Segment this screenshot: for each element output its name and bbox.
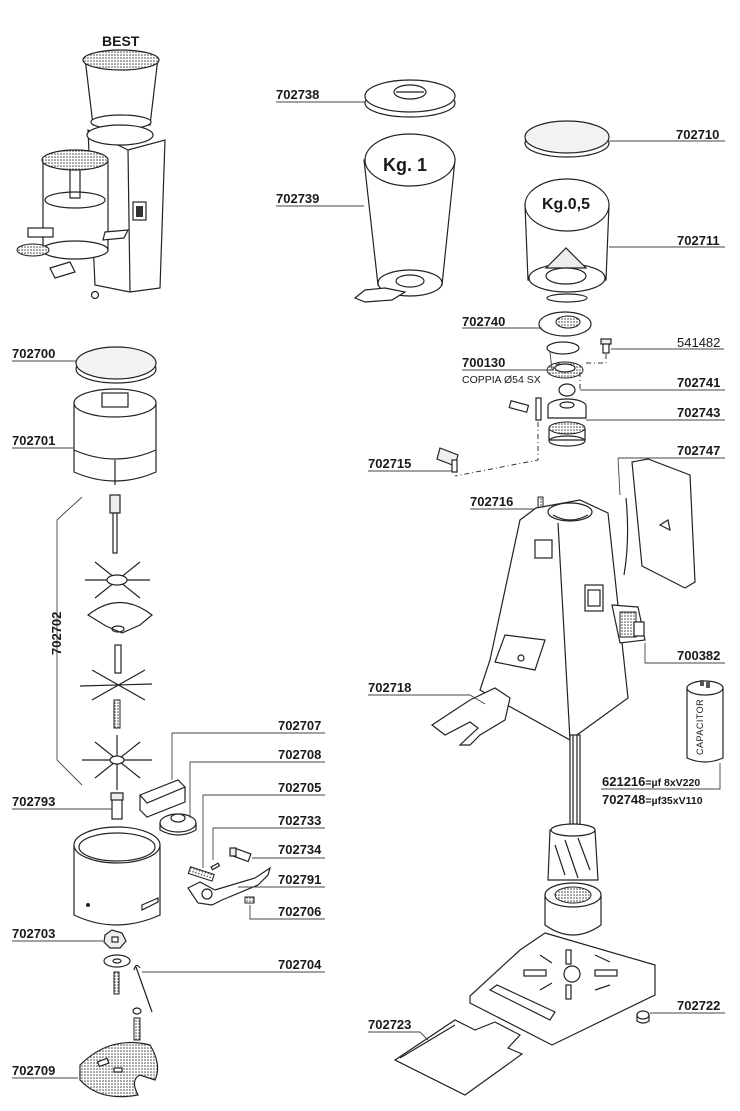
leader-line-702706 — [249, 905, 325, 920]
part-label-702748: 702748 — [602, 792, 646, 807]
leader-line-702718 — [368, 694, 486, 705]
part-label-702743: 702743 — [677, 405, 721, 420]
grinder-body-702718 — [479, 499, 629, 741]
burr-pair-700130 — [546, 341, 584, 379]
part-label-702791: 702791 — [278, 872, 322, 887]
part-label-702711: 702711 — [677, 233, 720, 248]
motor-stator — [544, 882, 602, 936]
part-label-702739: 702739 — [276, 191, 320, 206]
leader-line-702747 — [617, 457, 725, 496]
part-note-700130: COPPIA Ø54 SX — [462, 374, 541, 386]
part-label-702702: 702702 — [49, 611, 64, 655]
capacitor-illustration — [686, 680, 724, 763]
part-label-702709: 702709 — [12, 1063, 56, 1078]
leader-line-capacitor — [601, 763, 721, 790]
capacitor-text: CAPACITOR — [695, 698, 705, 755]
bracket-702702 — [56, 496, 83, 786]
dashed-guide-541482 — [585, 354, 607, 364]
base-plate — [469, 932, 656, 1046]
part-label-702734: 702734 — [278, 842, 322, 857]
doser-base-ring — [73, 826, 161, 926]
screw-702734 — [229, 847, 252, 863]
part-label-702707: 702707 — [278, 718, 322, 733]
part-label-702703: 702703 — [12, 926, 56, 941]
doser-ring-702701 — [73, 388, 157, 485]
leader-line-702705 — [202, 794, 325, 868]
pin-702715 — [436, 447, 459, 473]
spec-702748: =µf35xV110 — [645, 795, 703, 807]
part-label-702701: 702701 — [12, 433, 56, 448]
spring-702705 — [187, 866, 215, 882]
hopper-half-kg-702711 — [524, 178, 610, 303]
part-label-702733: 702733 — [278, 813, 322, 828]
part-label-702708: 702708 — [278, 747, 322, 762]
part-label-702718: 702718 — [368, 680, 412, 695]
hopper-capacity-label-small: Kg.0,5 — [542, 196, 591, 213]
part-label-621216: 621216 — [602, 774, 646, 789]
leader-line-700382 — [644, 643, 725, 664]
capacitor-220v-spec: 621216=µf 8xV220 — [602, 775, 700, 790]
leader-line-702707 — [171, 732, 325, 780]
hopper-1kg-702739 — [353, 133, 456, 303]
part-label-702793: 702793 — [12, 794, 56, 809]
pin-702733 — [210, 862, 221, 871]
part-label-702704: 702704 — [278, 957, 322, 972]
part-label-702740: 702740 — [462, 314, 506, 329]
doser-base-702709 — [79, 1041, 159, 1098]
leader-line-702723 — [368, 1031, 429, 1041]
knob-702703 — [103, 929, 127, 949]
switch-700382 — [611, 604, 646, 644]
drip-tray-fork-702718 — [430, 687, 511, 746]
side-panel-702747 — [623, 458, 696, 589]
part-label-702715: 702715 — [368, 456, 412, 471]
part-label-702710: 702710 — [676, 127, 720, 142]
hopper-capacity-label-large: Kg. 1 — [383, 155, 428, 175]
bushing-702741 — [558, 383, 576, 397]
doser-lid-702700 — [75, 346, 157, 384]
part-label-700130: 700130 — [462, 355, 506, 370]
nut-702793 — [110, 792, 124, 820]
washer-screws-702704 — [103, 954, 153, 1041]
grind-adjuster-702743 — [547, 398, 587, 447]
part-label-702700: 702700 — [12, 346, 56, 361]
lever-arm-702791 — [187, 866, 272, 906]
assembled-grinder-illustration — [16, 49, 166, 300]
spec-621216: =µf 8xV220 — [645, 777, 701, 789]
motor-shaft-rotor — [547, 734, 599, 881]
hopper-lid-702710 — [524, 120, 610, 158]
model-title: BEST — [102, 33, 140, 49]
part-label-702738: 702738 — [276, 87, 320, 102]
part-label-700382: 700382 — [677, 648, 721, 663]
grub-screw-702706 — [244, 896, 255, 904]
leader-line-702733 — [212, 827, 325, 860]
cam-702708 — [159, 813, 197, 836]
dashed-guide-702715 — [454, 422, 539, 477]
part-label-541482: 541482 — [677, 335, 721, 350]
hopper-lid-702738 — [364, 79, 456, 118]
leader-line-702708 — [189, 761, 325, 818]
part-label-702741: 702741 — [677, 375, 721, 390]
part-label-702722: 702722 — [677, 998, 721, 1013]
burr-carrier-702740 — [538, 311, 592, 337]
lever-702707 — [138, 779, 187, 818]
leader-line-700130 — [462, 351, 561, 371]
capacitor-110v-spec: 702748=µf35xV110 — [602, 793, 703, 808]
part-label-702723: 702723 — [368, 1017, 412, 1032]
part-label-702747: 702747 — [677, 443, 721, 458]
part-label-702706: 702706 — [278, 904, 322, 919]
foot-702722 — [636, 1010, 650, 1024]
adjust-screw-detail — [508, 397, 542, 421]
part-label-702705: 702705 — [278, 780, 322, 795]
doser-star-assembly-702702 — [79, 494, 153, 790]
drip-tray-702723 — [393, 1019, 524, 1096]
screw-541482 — [600, 338, 612, 354]
part-label-702716: 702716 — [470, 494, 514, 509]
